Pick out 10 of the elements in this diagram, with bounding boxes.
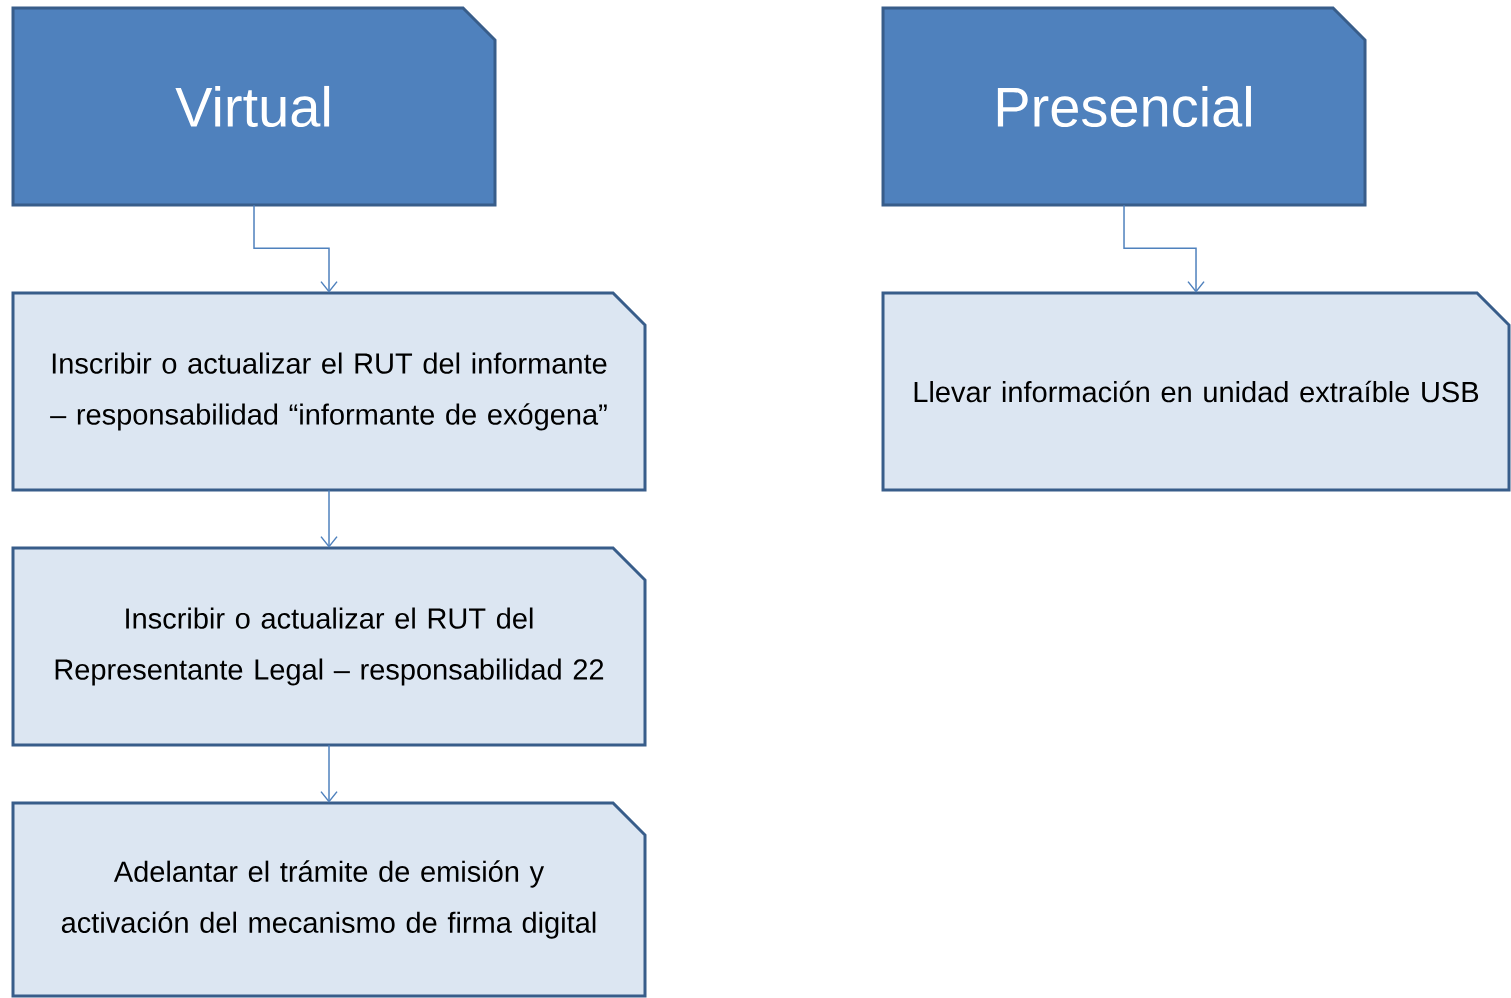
step-box: Inscribir o actualizar el RUT del informante – responsabilidad “informante de exógena” <box>11 291 647 492</box>
arrow <box>253 204 338 293</box>
header-box: Presencial <box>881 6 1367 207</box>
arrow <box>320 744 338 803</box>
header-box: Virtual <box>11 6 497 207</box>
step-box: Inscribir o actualizar el RUT del Representante Legal – responsabilidad 22 <box>11 546 647 747</box>
arrow <box>1123 204 1205 293</box>
arrow <box>320 489 338 548</box>
step-box: Adelantar el trámite de emisión y activación del mecanismo de firma digital <box>11 801 647 998</box>
step-box: Llevar información en unidad extraíble USB <box>881 291 1511 492</box>
